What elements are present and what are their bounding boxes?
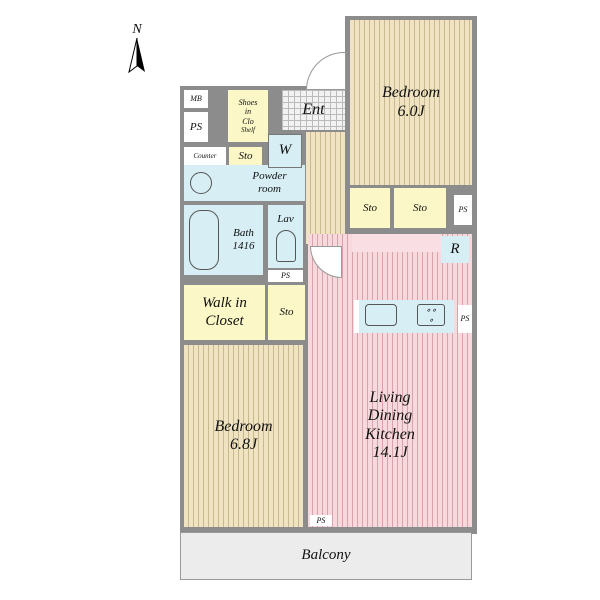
storage-label: Sto	[238, 149, 253, 162]
room-size: 6.0J	[397, 102, 425, 120]
living-dining-kitchen: Living Dining Kitchen 14.1J	[308, 234, 472, 527]
label: Powder	[252, 170, 287, 183]
pipe-space-kitchen: PS	[458, 305, 472, 333]
pipe-space-bottom: PS	[310, 515, 332, 526]
label: 1416	[232, 240, 255, 252]
toilet-icon	[276, 230, 296, 262]
storage-label: Sto	[279, 306, 294, 319]
shelf-label: Shelf	[241, 125, 255, 134]
storage-label: Sto	[412, 201, 428, 214]
pipe-space-left: PS	[184, 112, 208, 142]
refrigerator-space: R	[441, 236, 469, 263]
label: Living	[369, 388, 411, 406]
compass-label: N	[132, 21, 142, 37]
storage-label: Sto	[362, 201, 378, 214]
label: Closet	[205, 312, 244, 329]
sink-icon	[190, 172, 212, 194]
label: 14.1J	[372, 443, 408, 461]
room-size: 6.8J	[229, 436, 258, 453]
fridge-label: R	[450, 240, 460, 257]
entrance: Ent	[282, 90, 345, 130]
storage-bedroom-1: Sto	[350, 188, 390, 228]
storage-bedroom-2: Sto	[394, 188, 446, 228]
bathtub-icon	[189, 210, 219, 270]
mb-label: MB	[190, 94, 202, 104]
storage-wash: Sto	[229, 147, 262, 165]
front-door[interactable]	[306, 52, 346, 90]
label: Bath	[233, 227, 254, 240]
hallway	[306, 132, 345, 244]
pipe-space-lav: PS	[268, 270, 303, 282]
washer-space: W	[268, 134, 302, 168]
label: Dining	[367, 407, 413, 425]
label: in	[244, 107, 252, 117]
ps-label: PS	[281, 271, 290, 281]
balcony: Balcony	[180, 532, 472, 580]
upper-cabinet	[352, 234, 442, 252]
storage-hall: Sto	[268, 285, 305, 340]
label: Walk in	[202, 295, 247, 312]
washer-label: W	[278, 142, 292, 159]
label: Clo	[242, 116, 254, 126]
ps-label: PS	[458, 205, 468, 215]
kitchen-sink-icon	[365, 304, 397, 326]
ps-label: PS	[316, 515, 326, 525]
label: room	[258, 183, 281, 195]
meter-box: MB	[184, 90, 208, 108]
ps-label: PS	[460, 314, 470, 324]
label: Kitchen	[365, 425, 415, 443]
ps-label: PS	[189, 120, 203, 133]
counter: Counter	[184, 147, 226, 165]
room-name: Bedroom	[214, 417, 273, 435]
kitchen-counter	[354, 300, 454, 333]
entrance-label: Ent	[302, 100, 325, 118]
label: Shoes	[238, 98, 258, 108]
bedroom-south: Bedroom 6.8J	[184, 345, 303, 527]
shoe-closet: Shoes in Clo Shelf	[228, 90, 268, 142]
lav-label: Lav	[277, 213, 294, 226]
bedroom-north: Bedroom 6.0J	[350, 20, 472, 185]
north-arrow-icon	[128, 38, 145, 74]
counter-label: Counter	[193, 151, 217, 160]
balcony-label: Balcony	[301, 547, 351, 564]
pipe-space-bedroom: PS	[454, 195, 472, 225]
walk-in-closet: Walk in Closet	[184, 285, 265, 340]
ldk-label: Living Dining Kitchen 14.1J	[365, 389, 415, 463]
stove-icon: ∘∘∘	[417, 304, 445, 326]
room-name: Bedroom	[381, 84, 441, 102]
